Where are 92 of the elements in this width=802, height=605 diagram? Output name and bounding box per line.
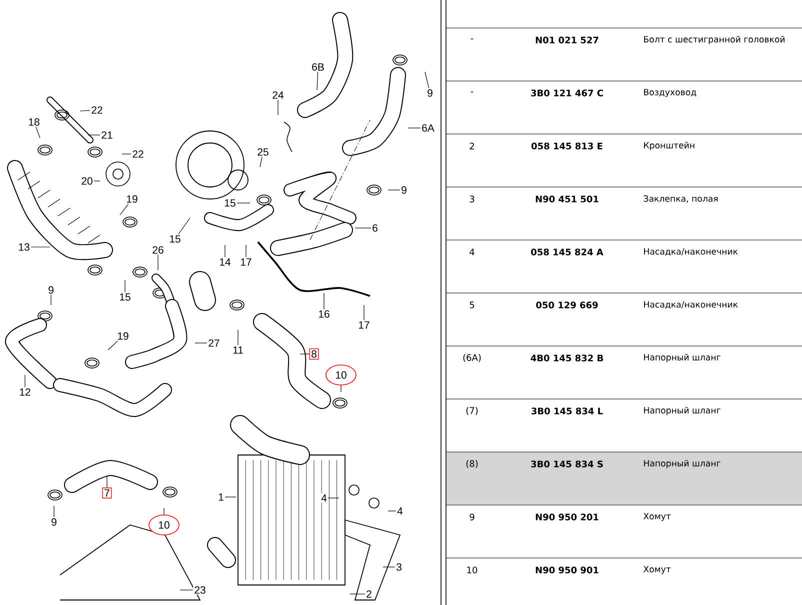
callout-number: 21 [100,130,114,140]
table-cell: N90 950 201 [536,514,598,520]
table-cell: 058 145 824 A [531,248,604,256]
table-cell: Напорный шланг [644,354,720,362]
leader-line [24,374,26,388]
callout-number: 18 [27,117,41,127]
leader-line [106,476,108,488]
callout-number: 20 [80,176,94,186]
leader-line [30,246,50,248]
callout-number: 22 [90,105,104,115]
callout-number: 19 [116,331,130,341]
leader-line [178,218,190,234]
table-cell: 5 [470,302,474,308]
leader-line [108,340,118,350]
table-cell: Заклепка, полая [644,195,718,203]
leader-line [80,110,90,112]
leader-line [224,244,226,258]
callout-number: 15 [223,198,237,208]
table-cell: Хомут [643,566,671,574]
table-cell: - [470,38,474,40]
callout-number: 24 [271,90,285,100]
table-cell: 2 [470,142,474,150]
callout-number: 11 [232,345,244,355]
table-cell: 4B0 145 832 B [530,354,603,362]
callout-number: 19 [125,194,139,204]
leader-line [94,180,100,182]
table-cell: Кронштейн [644,142,694,150]
leader-line [194,342,208,344]
table-cell: 058 145 813 E [531,142,602,150]
callout-number: 9 [426,88,434,98]
marked-callout-number: 10 [148,514,180,536]
callout-number: 15 [168,234,182,244]
marked-callout-number: 10 [326,364,356,386]
leader-line [382,566,396,568]
marked-callout-number: 8 [309,348,319,360]
leader-line [236,202,250,204]
table-cell: Воздуховод [644,88,696,98]
table-cell: Насадка/наконечник [644,248,738,256]
callout-number: 6A [420,123,436,133]
leader-line [316,72,318,90]
table-cell: 10 [467,566,478,574]
callout-number: 6 [371,223,379,233]
leader-line [124,280,126,292]
leader-line [50,294,52,306]
table-cell: N90 950 901 [536,566,598,574]
callout-number: 1 [217,492,225,502]
callout-number: 26 [151,245,165,255]
callout-number: 2 [365,589,373,599]
table-cell: 3B0 145 834 L [532,408,603,414]
callout-number: 9 [47,285,55,295]
table-cell: 3B0 121 467 C [531,90,603,96]
table-cell: (7) [466,406,478,415]
callout-number: 3 [395,562,403,572]
callout-number: 23 [193,585,207,595]
callout-number: 13 [17,242,31,252]
callout-number: 25 [256,147,270,157]
table-cell: 4 [470,248,474,256]
marked-callout-number: 7 [102,488,112,498]
table-cell: 3B0 145 834 S [531,460,603,468]
table-cell: Напорный шланг [644,460,720,468]
leader-line [36,126,40,138]
callout-number: 4 [396,506,404,516]
callout-number: 17 [357,320,371,330]
callout-number: 9 [50,517,58,527]
callout-number: 16 [317,309,331,319]
table-cell: N90 451 501 [536,196,598,202]
callout-number: 9 [400,185,408,195]
table-cell: 9 [470,514,474,520]
table-cell: Болт с шестигранной головкой [644,36,784,44]
leader-line [260,156,262,168]
leader-line [388,510,396,512]
table-cell: N01 021 527 [536,36,598,44]
table-cell: Напорный шланг [644,406,720,416]
table-cell: (6A) [463,354,481,362]
callout-number: 27 [207,338,221,348]
leader-line [224,496,236,498]
callout-number: 15 [118,292,132,302]
table-cell: 050 129 669 [536,302,598,308]
table-cell: (8) [466,460,478,468]
leader-line [88,134,100,136]
callout-number: 14 [218,257,232,267]
table-cell: 3 [470,196,474,202]
table-cell: Насадка/наконечник [644,301,738,309]
callout-number: 4 [320,493,328,503]
callout-number: 22 [131,149,145,159]
callout-number: 12 [18,387,32,397]
callout-number: 17 [239,257,253,267]
leader-line [340,385,342,392]
leader-line [120,204,129,216]
table-cell: Хомут [643,512,671,522]
leader-line [424,72,430,88]
callout-number: 6B [310,62,326,72]
